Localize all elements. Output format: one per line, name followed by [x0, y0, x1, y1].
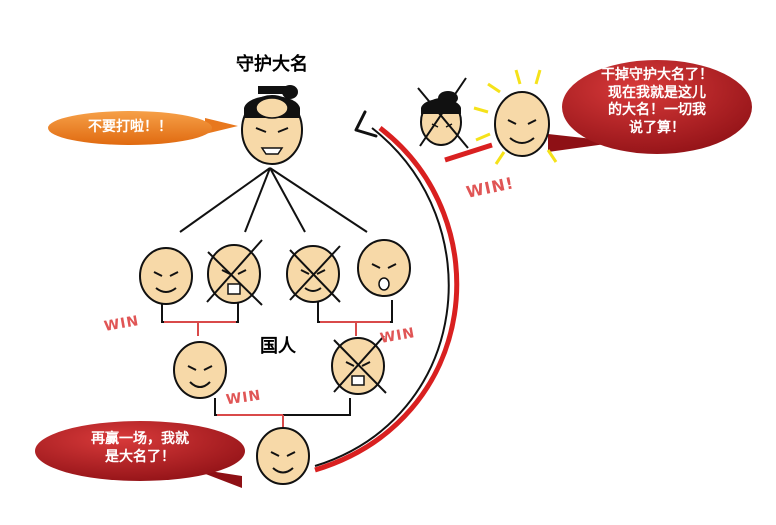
bubble-right-line: 的大名！一切我 — [608, 102, 706, 118]
bracket-lines — [161, 300, 393, 428]
bubble-bottom-line: 再赢一场，我就 — [91, 431, 189, 447]
bubble-right-top — [548, 60, 752, 154]
defeated-samurai-face-icon — [417, 77, 469, 149]
arrow-icon — [314, 110, 493, 473]
monk-face-icon — [357, 239, 411, 297]
bubble-left-top — [48, 111, 238, 145]
bubble-left-top-text: 不要打啦！！ — [88, 119, 172, 135]
hierarchy-lines — [179, 167, 368, 233]
bubble-right-line: 现在我就是这儿 — [608, 84, 706, 101]
monk-face-icon — [256, 427, 310, 485]
monk-face-icon — [139, 247, 193, 305]
bubble-right-top-text: 干掉守护大名了！ 现在我就是这儿 的大名！一切我 说了算！ — [582, 67, 732, 137]
bubble-bottom-line: 是大名了！ — [105, 448, 175, 465]
monk-face-icon — [173, 341, 227, 399]
daimyo-title: 守护大名 — [236, 54, 308, 75]
winner-monk-face-icon — [473, 69, 558, 165]
defeated-face-icon — [331, 335, 387, 395]
bubble-bottom-text: 再赢一场，我就 是大名了！ — [60, 431, 220, 466]
bubble-bottom — [35, 421, 245, 488]
kokujin-label: 国人 — [260, 336, 296, 357]
samurai-face-icon — [241, 85, 303, 165]
bubble-right-line: 干掉守护大名了！ — [601, 67, 713, 83]
defeated-face-icon — [286, 245, 341, 303]
defeated-face-icon — [206, 239, 263, 306]
bubble-right-line: 说了算！ — [629, 119, 685, 136]
